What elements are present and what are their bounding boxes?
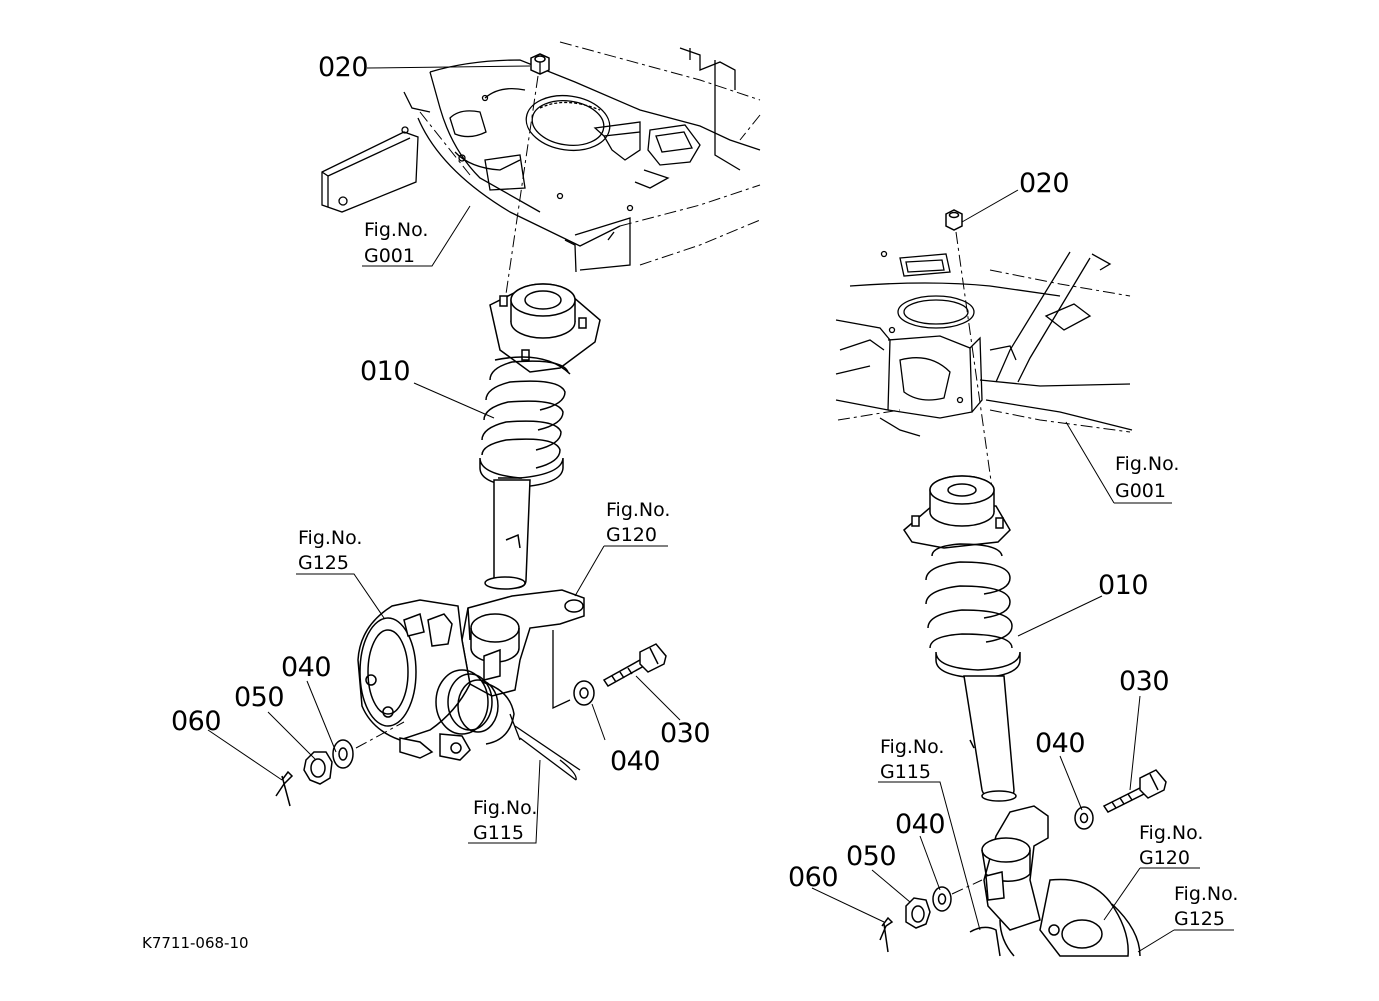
- figref-label: Fig.No.: [364, 219, 428, 241]
- figref-label: Fig.No.: [606, 499, 670, 521]
- left-callout-040-bolt-washer: 040: [610, 746, 660, 777]
- figref-label: Fig.No.: [880, 736, 944, 758]
- right-callout-040-washer: 040: [895, 809, 945, 840]
- left-frame-drawing: [321, 41, 761, 273]
- right-callout-040-bolt-washer: 040: [1035, 728, 1085, 759]
- left-figref-g125: Fig.No. G125: [298, 527, 362, 574]
- right-figref-g001: Fig.No. G001: [1115, 453, 1179, 502]
- right-callout-010: 010: [1098, 570, 1148, 601]
- left-view: 020 010 040 050 060 040 030 Fig.No. G001…: [171, 41, 761, 844]
- left-callout-060: 060: [171, 706, 221, 737]
- right-part-060-pin: [879, 916, 894, 953]
- figref-label: Fig.No.: [1174, 883, 1238, 905]
- right-part-030-bolt: [1102, 769, 1167, 813]
- left-part-030-bolt: [602, 643, 667, 687]
- left-callout-050: 050: [234, 682, 284, 713]
- right-part-050-nut: [905, 897, 931, 929]
- figref-label: Fig.No.: [1115, 453, 1179, 475]
- left-callout-040-washer: 040: [281, 652, 331, 683]
- left-bolt-guide: [552, 630, 571, 710]
- left-part-050-nut: [303, 751, 333, 785]
- left-020-axis: [505, 75, 539, 295]
- drawing-code: K7711-068-10: [142, 934, 249, 952]
- figref-code: G120: [606, 524, 657, 546]
- right-part-040-washer-b: [1074, 806, 1094, 830]
- right-figref-g120: Fig.No. G120: [1139, 822, 1203, 869]
- right-washer-axis: [951, 879, 983, 895]
- figref-code: G001: [1115, 480, 1166, 502]
- right-frame-drawing: [835, 250, 1133, 437]
- right-figref-g125: Fig.No. G125: [1174, 883, 1238, 930]
- figref-label: Fig.No.: [1139, 822, 1203, 844]
- left-knuckle-hub: [357, 589, 585, 761]
- left-figref-g001: Fig.No. G001: [364, 219, 428, 267]
- right-callout-060: 060: [788, 862, 838, 893]
- right-part-040-washer-a: [932, 886, 952, 912]
- right-part-010-strut: [903, 475, 1021, 802]
- left-part-010-strut: [479, 283, 601, 590]
- figref-code: G120: [1139, 847, 1190, 869]
- left-callout-020: 020: [318, 52, 368, 83]
- right-callout-030: 030: [1119, 666, 1169, 697]
- left-washer-axis: [355, 721, 405, 749]
- left-callout-030: 030: [660, 718, 710, 749]
- right-callout-020: 020: [1019, 168, 1069, 199]
- left-part-040-washer-a: [332, 739, 354, 769]
- figref-label: Fig.No.: [298, 527, 362, 549]
- left-part-040-washer-b: [573, 680, 595, 706]
- right-knuckle-hub: [969, 805, 1141, 957]
- right-020-axis: [955, 231, 993, 489]
- left-drive-shaft: [509, 713, 581, 781]
- figref-label: Fig.No.: [473, 797, 537, 819]
- right-figref-g115: Fig.No. G115: [880, 736, 944, 783]
- left-callout-010: 010: [360, 356, 410, 387]
- figref-code: G115: [880, 761, 931, 783]
- figref-code: G115: [473, 822, 524, 844]
- figref-code: G125: [298, 552, 349, 574]
- left-part-060-pin: [275, 770, 294, 807]
- left-figref-g115: Fig.No. G115: [473, 797, 537, 844]
- left-part-020-nut: [530, 53, 550, 75]
- right-callout-050: 050: [846, 841, 896, 872]
- left-figref-g120: Fig.No. G120: [606, 499, 670, 546]
- right-view: 020 010 030 040 040 050 060 Fig.No. G001…: [788, 168, 1238, 957]
- figref-code: G001: [364, 245, 415, 267]
- figref-code: G125: [1174, 908, 1225, 930]
- right-part-020-nut: [945, 209, 963, 231]
